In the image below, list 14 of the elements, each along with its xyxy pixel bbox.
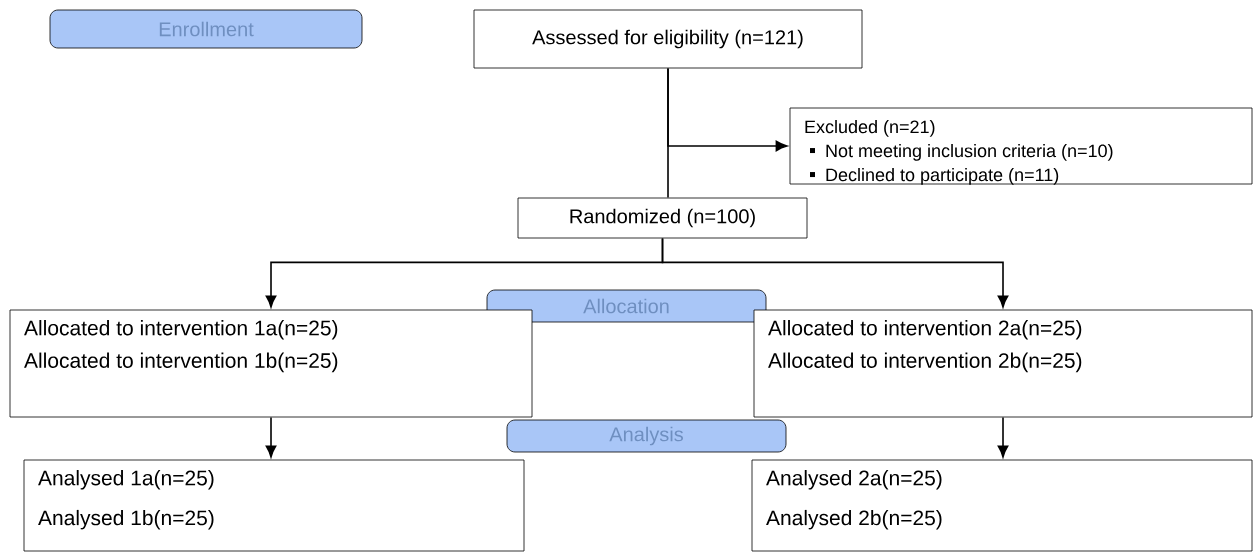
stage-label: Allocation	[486, 289, 767, 323]
process-box: Assessed for eligibility (n=121)	[473, 9, 863, 69]
arrow	[661, 237, 1009, 308]
exclusion-box: Excluded (n=21) Not meeting inclusion criteria (n=10) Declined to participate (n=11)	[789, 107, 1253, 185]
arrow	[997, 416, 1009, 458]
arrow	[265, 416, 277, 458]
process-box: Allocated to intervention 1a(n=25) Allocated to intervention 1b(n=25)	[9, 309, 533, 418]
process-box: Randomized (n=100)	[517, 197, 808, 239]
stage-label: Enrollment	[49, 9, 363, 49]
process-box: Allocated to intervention 2a(n=25) Allocated to intervention 2b(n=25)	[753, 309, 1253, 418]
arrow	[667, 67, 788, 152]
process-box: Analysed 2a(n=25) Analysed 2b(n=25)	[751, 459, 1253, 552]
process-box: Analysed 1a(n=25) Analysed 1b(n=25)	[23, 459, 525, 552]
stage-label: Analysis	[506, 419, 787, 453]
